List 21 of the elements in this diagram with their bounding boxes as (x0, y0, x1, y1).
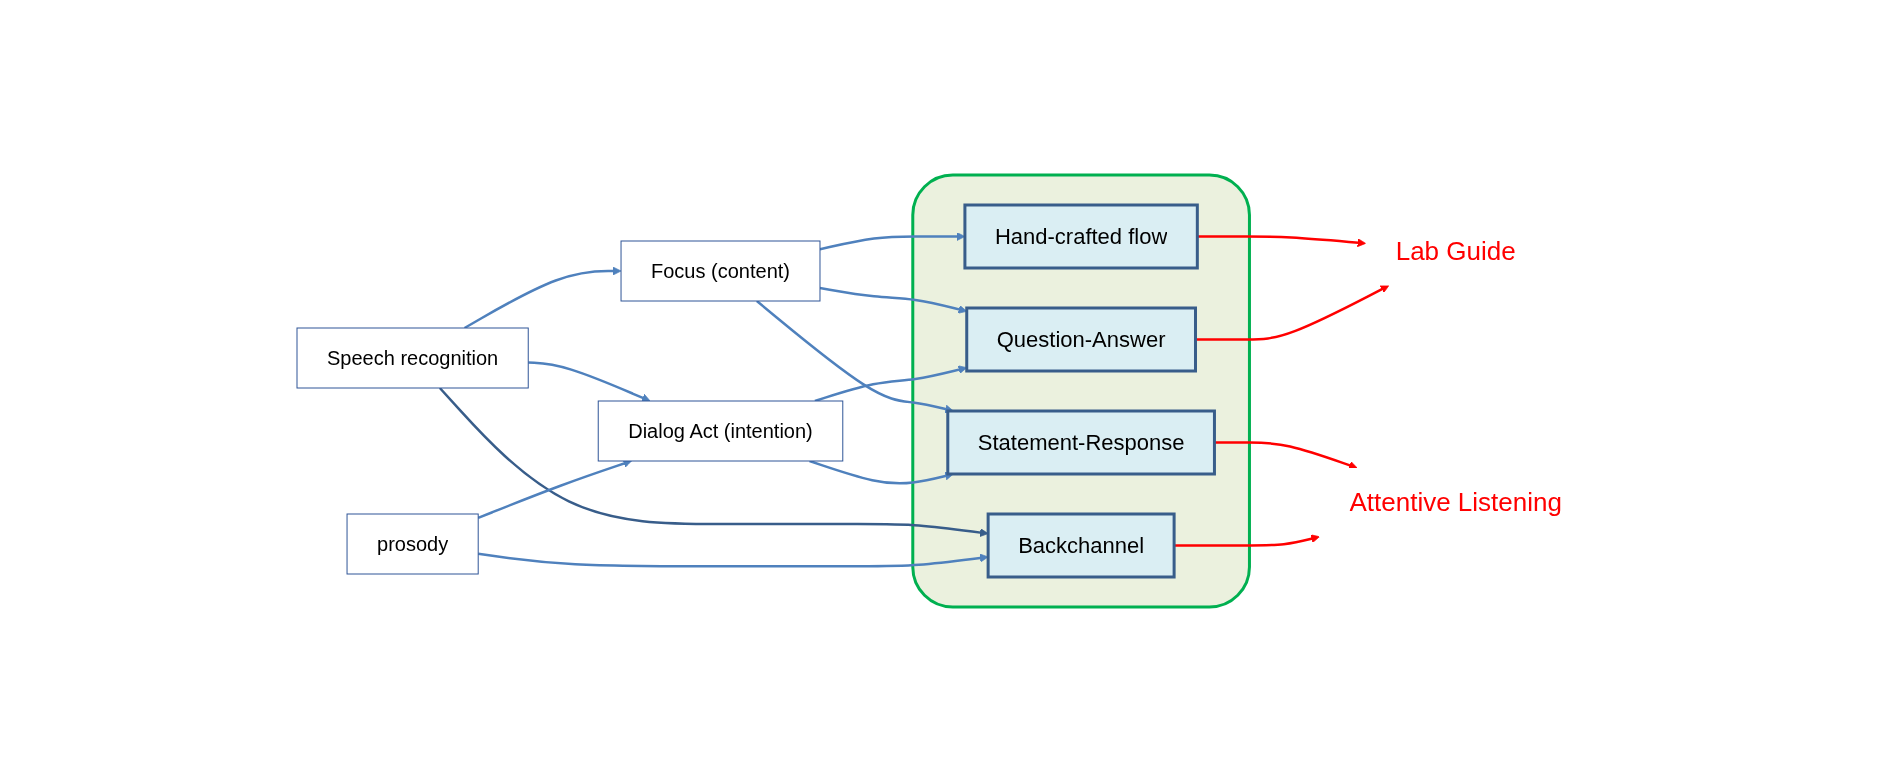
arrow (819, 232, 965, 251)
node-box: Backchannel (986, 512, 1176, 579)
node-text: Lab Guide (1395, 235, 1516, 266)
arrow (1196, 235, 1366, 248)
node-box: Dialog Act (intention) (597, 400, 843, 462)
arrow (463, 266, 621, 330)
arrow (1214, 441, 1358, 470)
arrow (1195, 285, 1389, 341)
arrow (755, 300, 954, 414)
node-box: Question-Answer (964, 306, 1197, 373)
arrow (527, 361, 650, 402)
node-text: Attentive Listening (1348, 487, 1562, 517)
arrow (819, 286, 967, 314)
node-box: Speech recognition (296, 327, 529, 389)
arrow (814, 365, 967, 403)
node-box: prosody (346, 513, 479, 575)
node-box: Focus (content) (620, 240, 820, 302)
node-box: Hand-crafted flow (962, 203, 1199, 270)
node-box: Statement-Response (945, 409, 1216, 476)
cluster (910, 173, 1251, 609)
arrow (1173, 534, 1320, 547)
